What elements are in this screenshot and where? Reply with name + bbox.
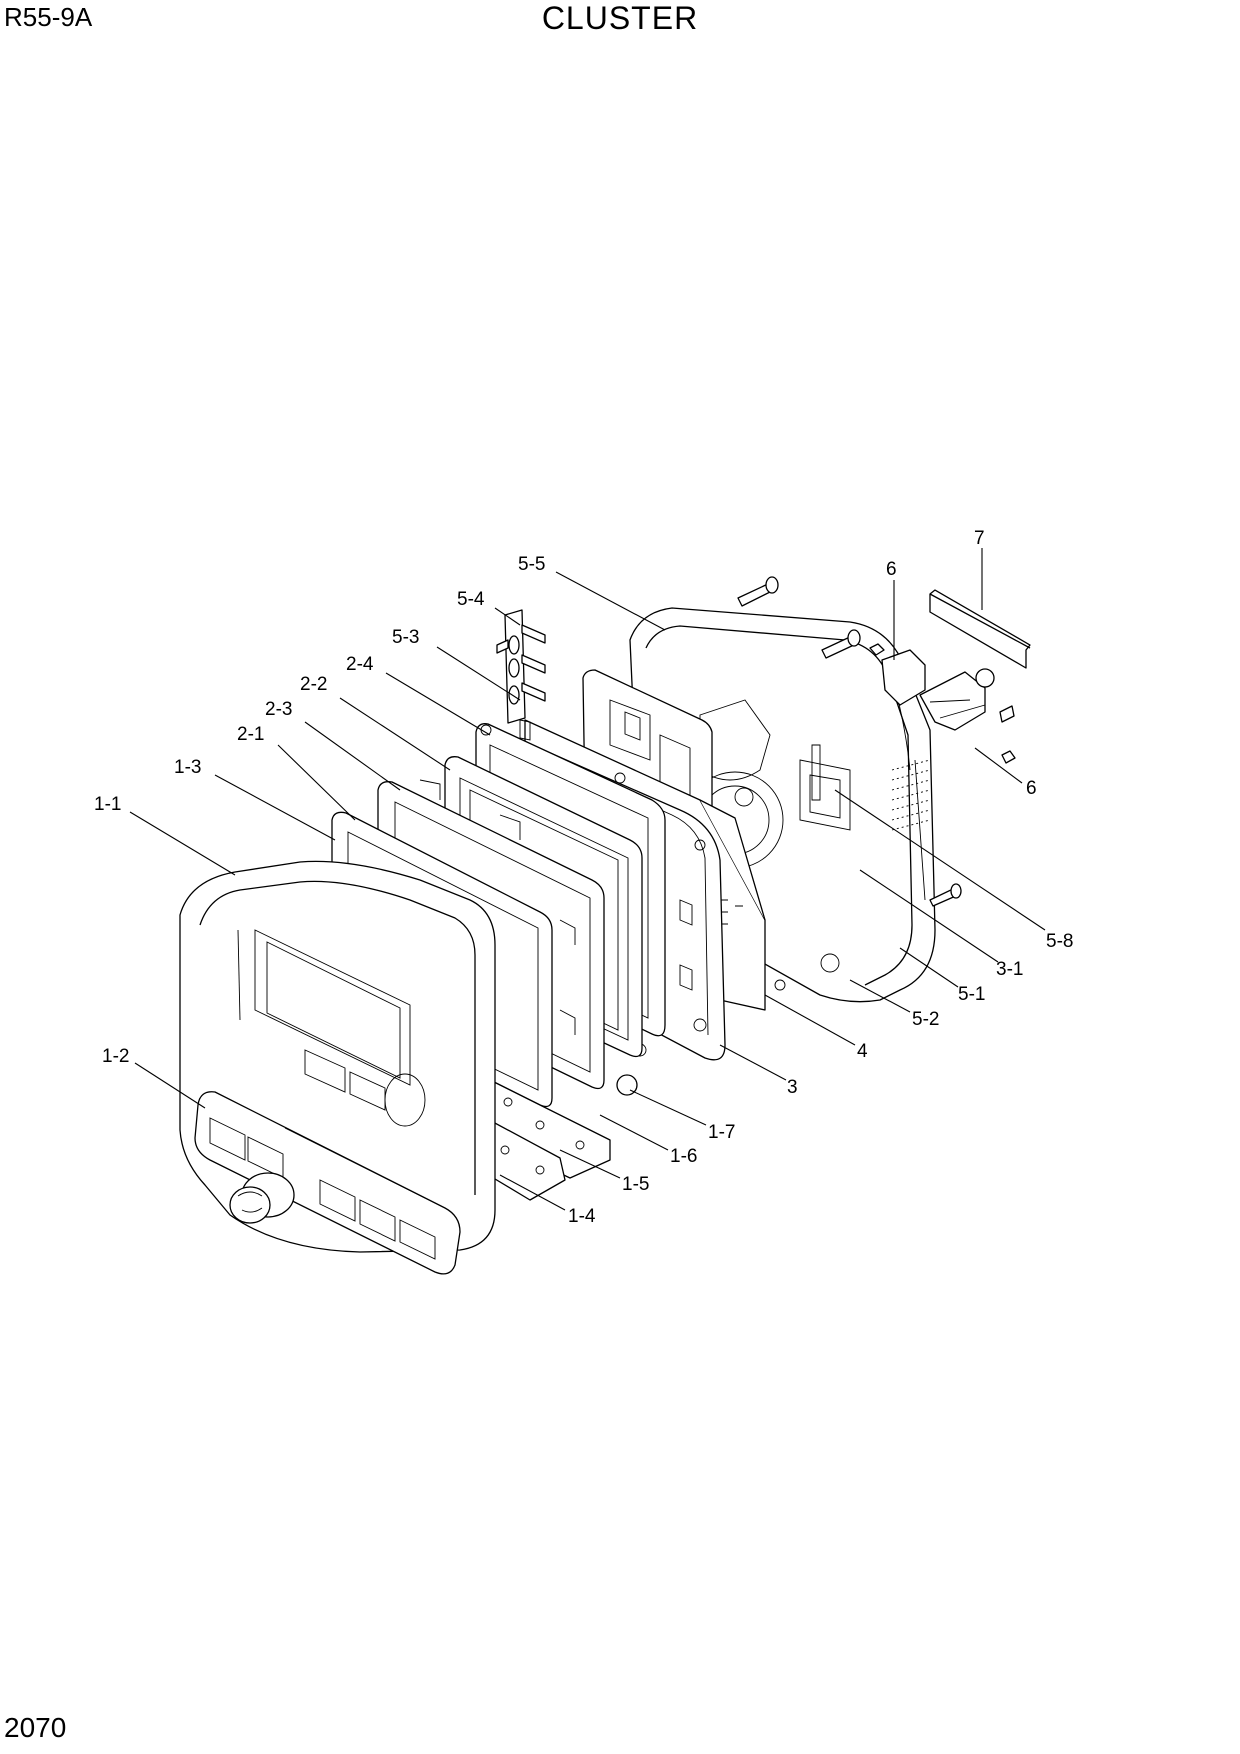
callout-2-4: 2-4 [346,654,374,675]
callout-1-5: 1-5 [622,1174,649,1195]
mounting-bolts [737,576,962,907]
callout-1-2: 1-2 [102,1046,129,1067]
side-bracket [496,609,546,724]
callout-1-6: 1-6 [670,1146,697,1167]
callout-2-1: 2-1 [237,724,264,745]
callout-1-3: 1-3 [174,757,201,778]
callout-7: 7 [974,528,985,549]
page-title: CLUSTER [541,0,699,36]
switch-pcbs [479,1074,638,1201]
callout-5-5: 5-5 [518,554,545,575]
callout-6-top: 6 [886,559,897,580]
label-plate [929,589,1031,669]
callout-5-4: 5-4 [457,589,485,610]
callout-1-4: 1-4 [568,1206,596,1227]
callout-1-7: 1-7 [708,1122,735,1143]
callout-3-1: 3-1 [996,959,1023,980]
callout-2-2: 2-2 [300,674,327,695]
callout-5-1: 5-1 [958,984,985,1005]
switch-panel [194,1091,461,1275]
model-code: R55-9A [4,2,93,32]
callout-5-2: 5-2 [912,1009,939,1030]
callout-5-3: 5-3 [392,627,419,648]
callout-labels: 7 6 6 5-5 5-4 5-3 2-4 2-2 2-3 2-1 1-3 1-… [94,528,1073,1227]
callout-4: 4 [857,1041,868,1062]
callout-5-8: 5-8 [1046,931,1073,952]
callout-2-3: 2-3 [265,699,292,720]
callout-3: 3 [787,1077,798,1098]
callout-1-1: 1-1 [94,794,121,815]
leader-lines [129,548,1046,1211]
connector-bracket [881,649,1016,764]
page-number: 2070 [4,1712,67,1743]
callout-6-right: 6 [1026,778,1037,799]
rotary-knob [229,1172,295,1224]
